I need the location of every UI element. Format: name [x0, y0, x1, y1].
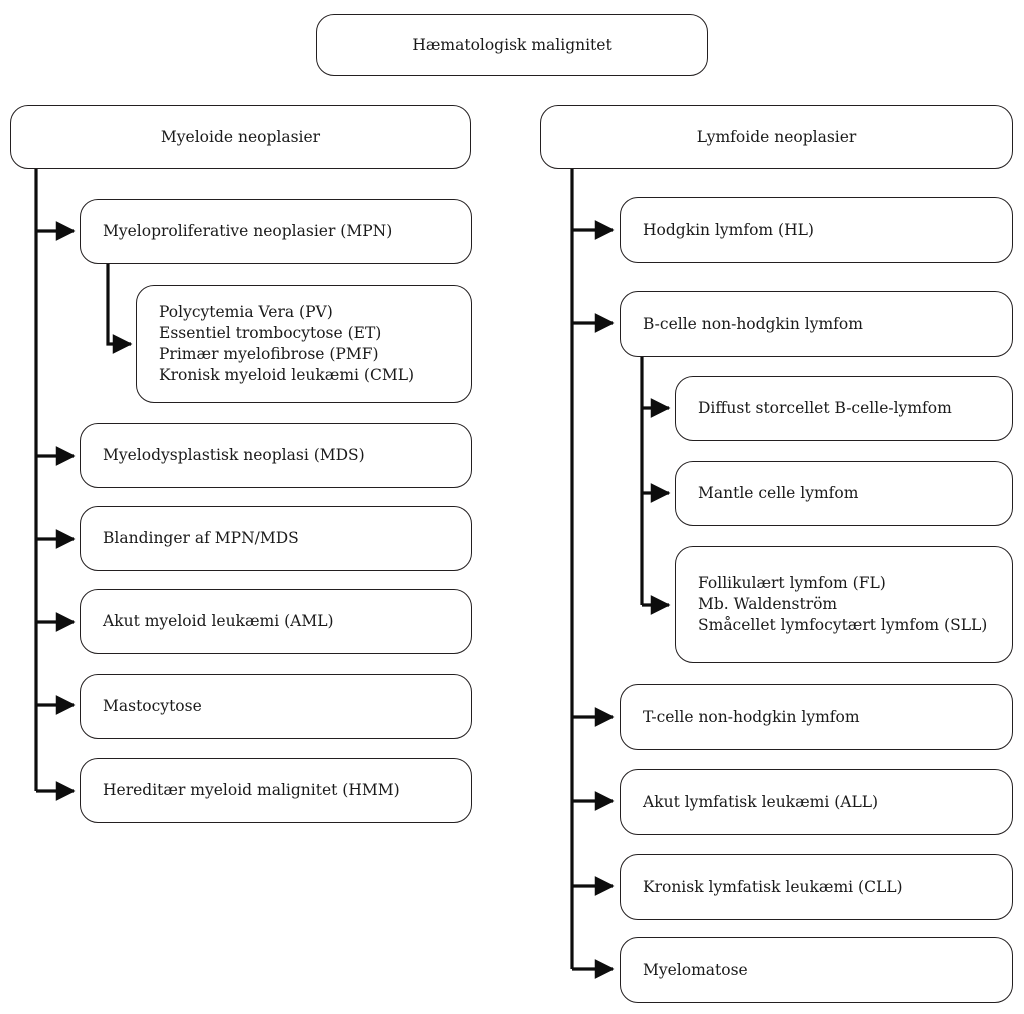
node-indolente-lymfomer[interactable]: Follikulært lymfom (FL) Mb. Waldenström … — [675, 546, 1013, 663]
node-myeloide-neoplasier-label: Myeloide neoplasier — [160, 127, 321, 146]
node-lymfoide-neoplasier-label: Lymfoide neoplasier — [696, 127, 857, 146]
node-hodgkin-lymfom-label: Hodgkin lymfom (HL) — [643, 220, 814, 239]
node-dlbcl-label: Diffust storcellet B-celle-lymfom — [698, 399, 952, 418]
node-mantle-celle-lymfom-label: Mantle celle lymfom — [698, 484, 859, 503]
node-dlbcl[interactable]: Diffust storcellet B-celle-lymfom — [675, 376, 1013, 441]
edge-mpn-sublist — [106, 264, 133, 354]
node-t-celle-nhl[interactable]: T-celle non-hodgkin lymfom — [620, 684, 1013, 750]
node-t-celle-nhl-label: T-celle non-hodgkin lymfom — [643, 707, 860, 726]
node-all-label: Akut lymfatisk leukæmi (ALL) — [643, 792, 879, 811]
node-mastocytose[interactable]: Mastocytose — [80, 674, 472, 739]
node-all[interactable]: Akut lymfatisk leukæmi (ALL) — [620, 769, 1013, 835]
node-hmm[interactable]: Hereditær myeloid malignitet (HMM) — [80, 758, 472, 823]
node-mantle-celle-lymfom[interactable]: Mantle celle lymfom — [675, 461, 1013, 526]
node-mpn[interactable]: Myeloproliferative neoplasier (MPN) — [80, 199, 472, 264]
node-cll-label: Kronisk lymfatisk leukæmi (CLL) — [643, 877, 903, 896]
node-mpn-mds-overlap-label: Blandinger af MPN/MDS — [103, 529, 299, 548]
node-aml[interactable]: Akut myeloid leukæmi (AML) — [80, 589, 472, 654]
node-hodgkin-lymfom[interactable]: Hodgkin lymfom (HL) — [620, 197, 1013, 263]
node-hmm-label: Hereditær myeloid malignitet (HMM) — [103, 781, 400, 800]
node-mpn-subtypes[interactable]: Polycytemia Vera (PV) Essentiel trombocy… — [136, 285, 472, 403]
node-mpn-mds-overlap[interactable]: Blandinger af MPN/MDS — [80, 506, 472, 571]
node-lymfoide-neoplasier[interactable]: Lymfoide neoplasier — [540, 105, 1013, 169]
node-indolente-lymfomer-label: Follikulært lymfom (FL) Mb. Waldenström … — [698, 573, 988, 635]
node-root-label: Hæmatologisk malignitet — [412, 35, 612, 54]
node-root[interactable]: Hæmatologisk malignitet — [316, 14, 708, 76]
node-myeloide-neoplasier[interactable]: Myeloide neoplasier — [10, 105, 471, 169]
node-mds-label: Myelodysplastisk neoplasi (MDS) — [103, 446, 365, 465]
node-b-celle-nhl-label: B-celle non-hodgkin lymfom — [643, 314, 863, 333]
node-mastocytose-label: Mastocytose — [103, 697, 202, 716]
node-mpn-subtypes-label: Polycytemia Vera (PV) Essentiel trombocy… — [159, 302, 415, 385]
node-mpn-label: Myeloproliferative neoplasier (MPN) — [103, 222, 393, 241]
node-myelomatose-label: Myelomatose — [643, 960, 748, 979]
node-aml-label: Akut myeloid leukæmi (AML) — [103, 612, 334, 631]
node-mds[interactable]: Myelodysplastisk neoplasi (MDS) — [80, 423, 472, 488]
node-b-celle-nhl[interactable]: B-celle non-hodgkin lymfom — [620, 291, 1013, 357]
node-myelomatose[interactable]: Myelomatose — [620, 937, 1013, 1003]
node-cll[interactable]: Kronisk lymfatisk leukæmi (CLL) — [620, 854, 1013, 920]
